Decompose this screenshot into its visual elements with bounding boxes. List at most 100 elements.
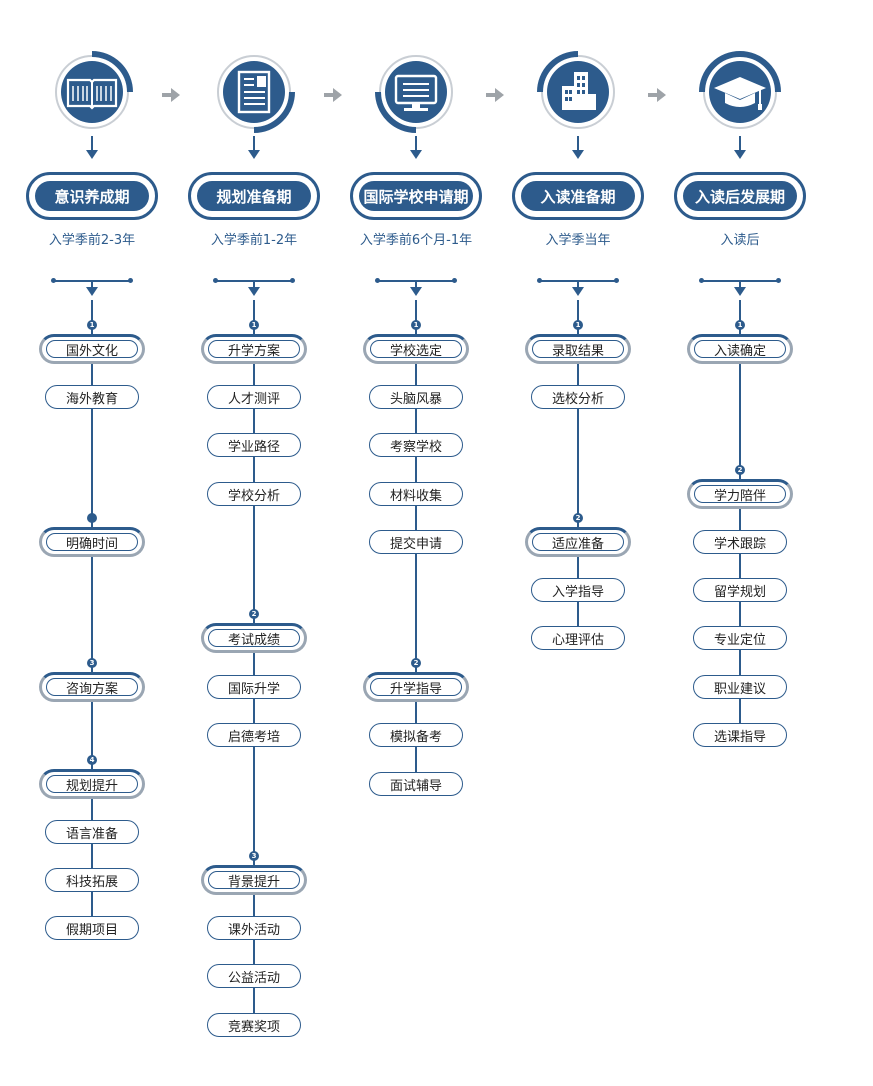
- connector-line: [415, 281, 417, 287]
- step-item: 学校分析: [207, 482, 301, 506]
- step-item: 人才测评: [207, 385, 301, 409]
- group-heading: 入读确定: [687, 334, 793, 364]
- step-number-badge: 2: [249, 609, 259, 619]
- arrow-right-icon: [648, 88, 666, 102]
- group-heading: 国外文化: [39, 334, 145, 364]
- step-number-badge: 3: [249, 851, 259, 861]
- phase-pill-frame: [512, 172, 644, 220]
- group-heading-label: 升学方案: [208, 340, 300, 359]
- phase-timing: 入学季前1-2年: [210, 233, 298, 248]
- timeline-line: [91, 300, 93, 928]
- building-icon: [537, 51, 615, 129]
- group-heading: 规划提升: [39, 769, 145, 799]
- arrow-right-icon: [324, 88, 342, 102]
- step-item: 科技拓展: [45, 868, 139, 892]
- building-stage-icon: [534, 48, 622, 136]
- phase-label: 国际学校申请期: [359, 181, 473, 211]
- phase-pill: 入读准备期: [512, 172, 644, 220]
- step-number-badge: 1: [249, 320, 259, 330]
- phase-timing: 入学季前6个月-1年: [359, 233, 473, 248]
- connector-line: [253, 281, 255, 287]
- step-dot: [87, 513, 97, 523]
- step-item: 留学规划: [693, 578, 787, 602]
- phase-timing: 入学季前2-3年: [48, 233, 136, 248]
- connector-line: [739, 281, 741, 287]
- phase-label: 入读后发展期: [683, 181, 797, 211]
- step-item: 考察学校: [369, 433, 463, 457]
- group-heading: 咨询方案: [39, 672, 145, 702]
- step-item: 启德考培: [207, 723, 301, 747]
- phase-timing: 入读后: [720, 233, 760, 248]
- step-number-badge: 3: [87, 658, 97, 668]
- phase-timing: 入学季当年: [545, 233, 611, 248]
- timeline-line: [577, 300, 579, 638]
- step-item: 面试辅导: [369, 772, 463, 796]
- group-heading-label: 考试成绩: [208, 629, 300, 648]
- step-number-badge: 2: [573, 513, 583, 523]
- step-item: 心理评估: [531, 626, 625, 650]
- phase-pill: 国际学校申请期: [350, 172, 482, 220]
- phase-pill: 规划准备期: [188, 172, 320, 220]
- group-heading-label: 入读确定: [694, 340, 786, 359]
- timeline-line: [739, 300, 741, 735]
- phase-pill-frame: [674, 172, 806, 220]
- step-item: 头脑风暴: [369, 385, 463, 409]
- monitor-icon: [375, 55, 453, 133]
- step-item: 模拟备考: [369, 723, 463, 747]
- connector-line: [91, 136, 93, 150]
- step-item: 语言准备: [45, 820, 139, 844]
- step-item: 选课指导: [693, 723, 787, 747]
- group-heading: 学力陪伴: [687, 479, 793, 509]
- arrow-down-icon: [86, 150, 98, 159]
- connector-line: [577, 281, 579, 287]
- step-item: 提交申请: [369, 530, 463, 554]
- arrow-down-icon: [86, 287, 98, 296]
- step-item: 专业定位: [693, 626, 787, 650]
- group-heading: 录取结果: [525, 334, 631, 364]
- step-number-badge: 2: [411, 658, 421, 668]
- phase-pill-frame: [26, 172, 158, 220]
- step-item: 假期项目: [45, 916, 139, 940]
- step-number-badge: 1: [735, 320, 745, 330]
- step-item: 学术跟踪: [693, 530, 787, 554]
- phase-pill: 入读后发展期: [674, 172, 806, 220]
- step-item: 职业建议: [693, 675, 787, 699]
- arrow-down-icon: [248, 287, 260, 296]
- group-heading: 升学方案: [201, 334, 307, 364]
- group-heading: 学校选定: [363, 334, 469, 364]
- graduation-cap-stage-icon: [696, 48, 784, 136]
- step-number-badge: 1: [87, 320, 97, 330]
- group-heading-label: 国外文化: [46, 340, 138, 359]
- group-heading-label: 录取结果: [532, 340, 624, 359]
- group-heading: 升学指导: [363, 672, 469, 702]
- step-item: 公益活动: [207, 964, 301, 988]
- connector-line: [739, 136, 741, 150]
- step-item: 国际升学: [207, 675, 301, 699]
- group-heading: 明确时间: [39, 527, 145, 557]
- arrow-right-icon: [162, 88, 180, 102]
- graduation-cap-icon: [699, 51, 781, 129]
- group-heading: 背景提升: [201, 865, 307, 895]
- group-heading-label: 背景提升: [208, 871, 300, 890]
- step-item: 入学指导: [531, 578, 625, 602]
- arrow-down-icon: [410, 150, 422, 159]
- document-stage-icon: [210, 48, 298, 136]
- phase-label: 意识养成期: [35, 181, 149, 211]
- connector-line: [415, 136, 417, 150]
- step-number-badge: 1: [573, 320, 583, 330]
- open-book-stage-icon: [48, 48, 136, 136]
- arrow-right-icon: [486, 88, 504, 102]
- step-item: 材料收集: [369, 482, 463, 506]
- group-heading-label: 明确时间: [46, 533, 138, 552]
- group-heading-label: 升学指导: [370, 678, 462, 697]
- arrow-down-icon: [572, 150, 584, 159]
- phase-label: 入读准备期: [521, 181, 635, 211]
- connector-line: [253, 136, 255, 150]
- phase-label: 规划准备期: [197, 181, 311, 211]
- group-heading: 考试成绩: [201, 623, 307, 653]
